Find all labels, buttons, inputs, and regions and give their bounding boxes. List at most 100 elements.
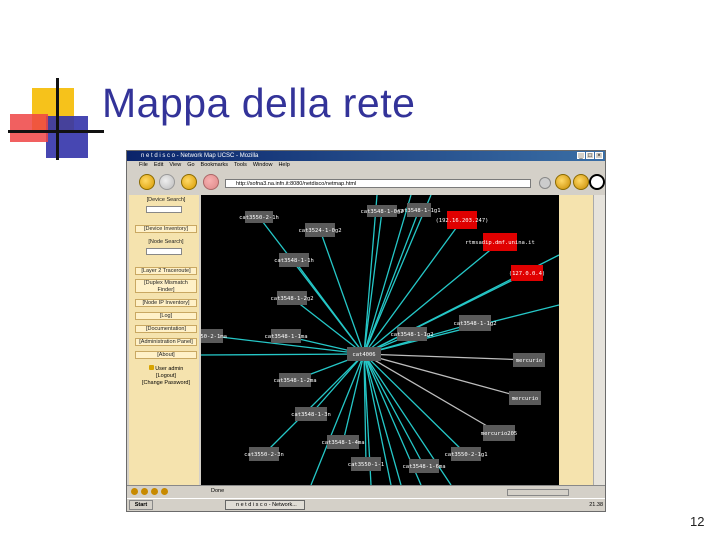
reload-button[interactable]: [181, 174, 197, 190]
map-node-box[interactable]: [271, 329, 301, 343]
map-center-node-label: cat4006: [352, 352, 375, 358]
start-button[interactable]: Start: [129, 500, 153, 510]
progress-bar: [507, 489, 569, 496]
map-link: [363, 353, 530, 361]
minimize-icon[interactable]: _: [577, 152, 585, 159]
node-search-field[interactable]: [146, 248, 182, 255]
map-node-box[interactable]: [407, 203, 431, 217]
map-node-label: cat3548-1-1g2: [453, 321, 496, 327]
map-node-label: cat3548-1-3n: [291, 412, 331, 418]
map-node-label: cat3550-1-1: [348, 462, 384, 468]
sidebar-item-device-search[interactable]: [Device Search]: [146, 197, 186, 203]
menu-window[interactable]: Window: [252, 162, 273, 168]
map-node-box[interactable]: [483, 233, 517, 251]
map-node-label: (192.16.203.247): [436, 218, 489, 224]
map-link: [342, 353, 365, 443]
map-node-label: cat3548-1-1g2: [390, 332, 433, 338]
map-node-box[interactable]: [351, 457, 381, 471]
map-node-label: cat3550-2-1g1: [444, 452, 487, 458]
map-link: [363, 353, 425, 467]
map-node-box[interactable]: [513, 353, 545, 367]
device-search-field[interactable]: [146, 206, 182, 213]
taskbar: Start n e t d i s c o - Network... 21.38: [127, 498, 605, 511]
user-info: User admin [Logout] [Change Password]: [135, 365, 197, 387]
change-password-link[interactable]: [Change Password]: [142, 380, 190, 386]
map-node-box[interactable]: [451, 447, 481, 461]
back-button[interactable]: [139, 174, 155, 190]
sidebar-item-duplex-mismatch[interactable]: [Duplex Mismatch Finder]: [135, 279, 197, 293]
menu-file[interactable]: File: [139, 162, 148, 168]
map-node-label: cat3550-2-1h: [239, 215, 279, 221]
map-node-box[interactable]: [249, 447, 279, 461]
map-link: [211, 335, 365, 355]
go-button[interactable]: [539, 177, 551, 189]
print-button[interactable]: [573, 174, 589, 190]
map-node-box[interactable]: [277, 291, 307, 305]
map-node-box[interactable]: [327, 435, 359, 449]
map-node-box[interactable]: [279, 373, 311, 387]
stop-button[interactable]: [203, 174, 219, 190]
map-node-box[interactable]: [397, 327, 427, 341]
map-node-box[interactable]: [459, 315, 491, 331]
map-node-box[interactable]: [245, 211, 273, 223]
logout-link[interactable]: [Logout]: [156, 373, 176, 379]
menu-view[interactable]: View: [169, 162, 182, 168]
map-link: [293, 259, 365, 355]
sidebar-item-node-ip-inventory[interactable]: [Node IP Inventory]: [135, 299, 197, 307]
search-button[interactable]: [555, 174, 571, 190]
sidebar-item-about[interactable]: [About]: [135, 351, 197, 359]
map-node-label: cat3548-1-0g2: [360, 209, 403, 215]
map-node-box[interactable]: [447, 211, 477, 229]
map-node-box[interactable]: [409, 459, 439, 473]
vertical-scrollbar[interactable]: [593, 195, 605, 485]
maximize-icon[interactable]: □: [586, 152, 594, 159]
map-node-label: cat3548-1-4ma: [321, 440, 364, 446]
sidebar-item-documentation[interactable]: [Documentation]: [135, 325, 197, 333]
map-node-box[interactable]: [279, 253, 309, 267]
url-input[interactable]: http://sofna3.na.infn.it:8080/netdisco/n…: [225, 179, 531, 188]
map-link: [363, 272, 528, 355]
sidebar-item-log[interactable]: [Log]: [135, 312, 197, 320]
menu-tools[interactable]: Tools: [234, 162, 247, 168]
map-link: [363, 210, 383, 355]
map-node-box[interactable]: [367, 205, 397, 217]
menu-go[interactable]: Go: [187, 162, 195, 168]
map-link-offscreen: [363, 353, 402, 485]
lock-icon: [148, 365, 154, 370]
forward-button[interactable]: [159, 174, 175, 190]
menu-bar: File Edit View Go Bookmarks Tools Window…: [127, 161, 605, 170]
sidebar-item-layer2-traceroute[interactable]: [Layer 2 Traceroute]: [135, 267, 197, 275]
map-node-label: cat3548-1-2ma: [273, 378, 316, 384]
sidebar: [Device Search] [Device Inventory] [Node…: [129, 195, 199, 485]
map-node-box[interactable]: [483, 425, 515, 441]
map-node-label: (127.0.0.4): [509, 271, 545, 277]
map-link: [363, 353, 467, 455]
map-link: [291, 297, 365, 355]
sidebar-item-admin-panel[interactable]: [Administration Panel]: [135, 338, 197, 346]
status-icons: [131, 488, 168, 495]
map-node-label: 550-2-1ma: [201, 334, 227, 340]
map-link-offscreen: [363, 195, 378, 355]
window-controls: _ □ ×: [577, 152, 603, 159]
map-link-offscreen: [201, 353, 365, 356]
map-node-label: mercurio: [512, 396, 539, 402]
map-node-label: mercurio205: [481, 431, 517, 437]
map-node-box[interactable]: [511, 265, 543, 281]
map-link: [363, 353, 526, 399]
sidebar-item-node-search[interactable]: [Node Search]: [148, 239, 184, 245]
sidebar-item-device-inventory[interactable]: [Device Inventory]: [135, 225, 197, 233]
map-node-box[interactable]: [305, 223, 335, 237]
map-node-box[interactable]: [295, 407, 327, 421]
close-icon[interactable]: ×: [595, 152, 603, 159]
menu-edit[interactable]: Edit: [153, 162, 164, 168]
menu-help[interactable]: Help: [278, 162, 290, 168]
menu-bookmarks[interactable]: Bookmarks: [200, 162, 229, 168]
map-link-offscreen: [363, 195, 412, 355]
map-center-node-box[interactable]: [347, 347, 381, 361]
map-node-label: cat3548-1-1g1: [397, 208, 440, 214]
taskbar-item-browser[interactable]: n e t d i s c o - Network...: [225, 500, 305, 510]
map-node-box[interactable]: [509, 391, 541, 405]
map-node-box[interactable]: [201, 329, 223, 343]
